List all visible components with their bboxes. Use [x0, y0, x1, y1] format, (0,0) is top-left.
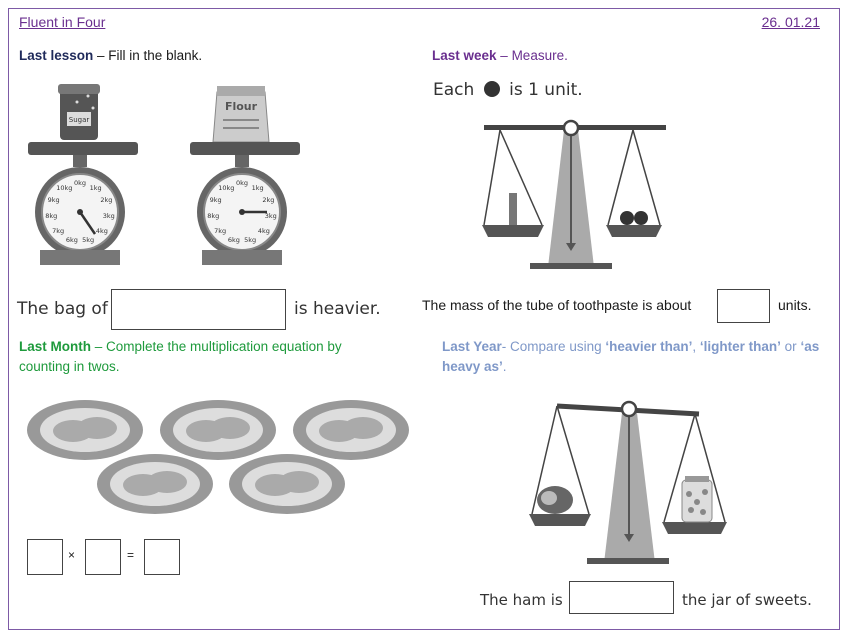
q1-dash: –: [93, 48, 109, 63]
times-sign: ×: [68, 548, 76, 562]
q4-term-same: ‘as heavy as’: [442, 339, 820, 374]
jar-label: Sugar: [69, 116, 90, 124]
dial-label: 2kg: [100, 195, 113, 204]
dial-label: 3kg: [102, 212, 115, 221]
q1-prompt: Last lesson – Fill in the blank.: [19, 46, 202, 66]
dial-label: 4kg: [257, 226, 270, 235]
dial-label: 9kg: [47, 195, 60, 204]
plate-1: [27, 400, 143, 460]
q2-instruction: Measure.: [511, 48, 568, 63]
q2-answer-box[interactable]: [717, 289, 770, 323]
dial-label: 0kg: [73, 179, 87, 187]
q2-heading: Last week: [432, 48, 497, 63]
dial-label: 10kg: [218, 183, 235, 192]
dial-label: 2kg: [262, 195, 275, 204]
q2-sentence-start: The mass of the tube of toothpaste is ab…: [422, 297, 692, 313]
q3-heading: Last Month: [19, 339, 91, 354]
dial-label: 8kg: [207, 212, 220, 221]
dial-label: 7kg: [214, 226, 227, 235]
sugar-scale-icon: Sugar: [28, 84, 138, 265]
unit-ball-icon: [483, 81, 500, 97]
dial-label: 10kg: [56, 183, 73, 192]
q4-answer-box[interactable]: [569, 581, 674, 614]
plate-5: [229, 454, 345, 514]
dial-label: 9kg: [209, 195, 222, 204]
q1-sentence-end: is heavier.: [294, 299, 381, 319]
dial-label: 5kg: [82, 235, 95, 244]
cookie-plates-icon: [27, 400, 409, 514]
q1-heading: Last lesson: [19, 48, 94, 63]
q1-sentence-start: The bag of: [17, 299, 108, 319]
dial-label: 5kg: [244, 235, 257, 244]
product-box[interactable]: [144, 539, 180, 575]
toothpaste-balance-icon: [482, 119, 666, 269]
q3-prompt: Last Month – Complete the multiplication…: [19, 337, 379, 377]
plate-3: [293, 400, 409, 460]
q4-term-heavier: ‘heavier than’: [605, 339, 693, 354]
q3-dash: –: [91, 339, 107, 354]
q2-prompt: Last week – Measure.: [432, 46, 568, 66]
q4-dash: -: [501, 339, 511, 354]
q2-sentence-end: units.: [778, 297, 812, 313]
q4-sentence-start: The ham is: [480, 591, 563, 609]
plate-2: [160, 400, 276, 460]
unit-key: Each is 1 unit.: [433, 80, 583, 100]
worksheet-title: Fluent in Four: [19, 14, 106, 30]
unit-key-start: Each: [433, 80, 475, 100]
ham-sweets-balance-icon: [529, 400, 727, 564]
q1-instruction: Fill in the blank.: [108, 48, 203, 63]
factor-2-box[interactable]: [85, 539, 121, 575]
q4-comma: ,: [692, 339, 700, 354]
q3-instruction: Complete the multiplication equation by …: [19, 339, 342, 374]
q4-prompt: Last Year- Compare using ‘heavier than’,…: [442, 337, 822, 377]
plate-4: [97, 454, 213, 514]
equals-sign: =: [127, 548, 135, 562]
q4-or: or: [780, 339, 801, 354]
dial-label: 3kg: [264, 212, 277, 221]
dial-label: 0kg: [235, 179, 249, 187]
q1-scales-illustration: Sugar Flour: [28, 84, 300, 265]
q2-dash: –: [496, 48, 512, 63]
dial-label: 4kg: [95, 226, 108, 235]
dial-label: 6kg: [227, 235, 240, 244]
dial-label: 8kg: [45, 212, 58, 221]
dial-label: 6kg: [65, 235, 78, 244]
q4-heading: Last Year: [442, 339, 502, 354]
dial-label: 7kg: [52, 226, 65, 235]
bag-label: Flour: [225, 100, 258, 113]
factor-1-box[interactable]: [27, 539, 63, 575]
q1-answer-box[interactable]: [111, 289, 286, 330]
dial-label: 1kg: [89, 183, 102, 192]
worksheet-date: 26. 01.21: [761, 14, 820, 30]
flour-scale-icon: Flour: [190, 86, 300, 265]
q4-term-lighter: ‘lighter than’: [699, 339, 781, 354]
q4-period: .: [502, 359, 507, 374]
q4-sentence-end: the jar of sweets.: [682, 591, 812, 609]
dial-label: 1kg: [251, 183, 264, 192]
unit-key-end: is 1 unit.: [509, 80, 583, 100]
q4-instruction: Compare using: [510, 339, 606, 354]
worksheet-frame: [8, 8, 840, 630]
